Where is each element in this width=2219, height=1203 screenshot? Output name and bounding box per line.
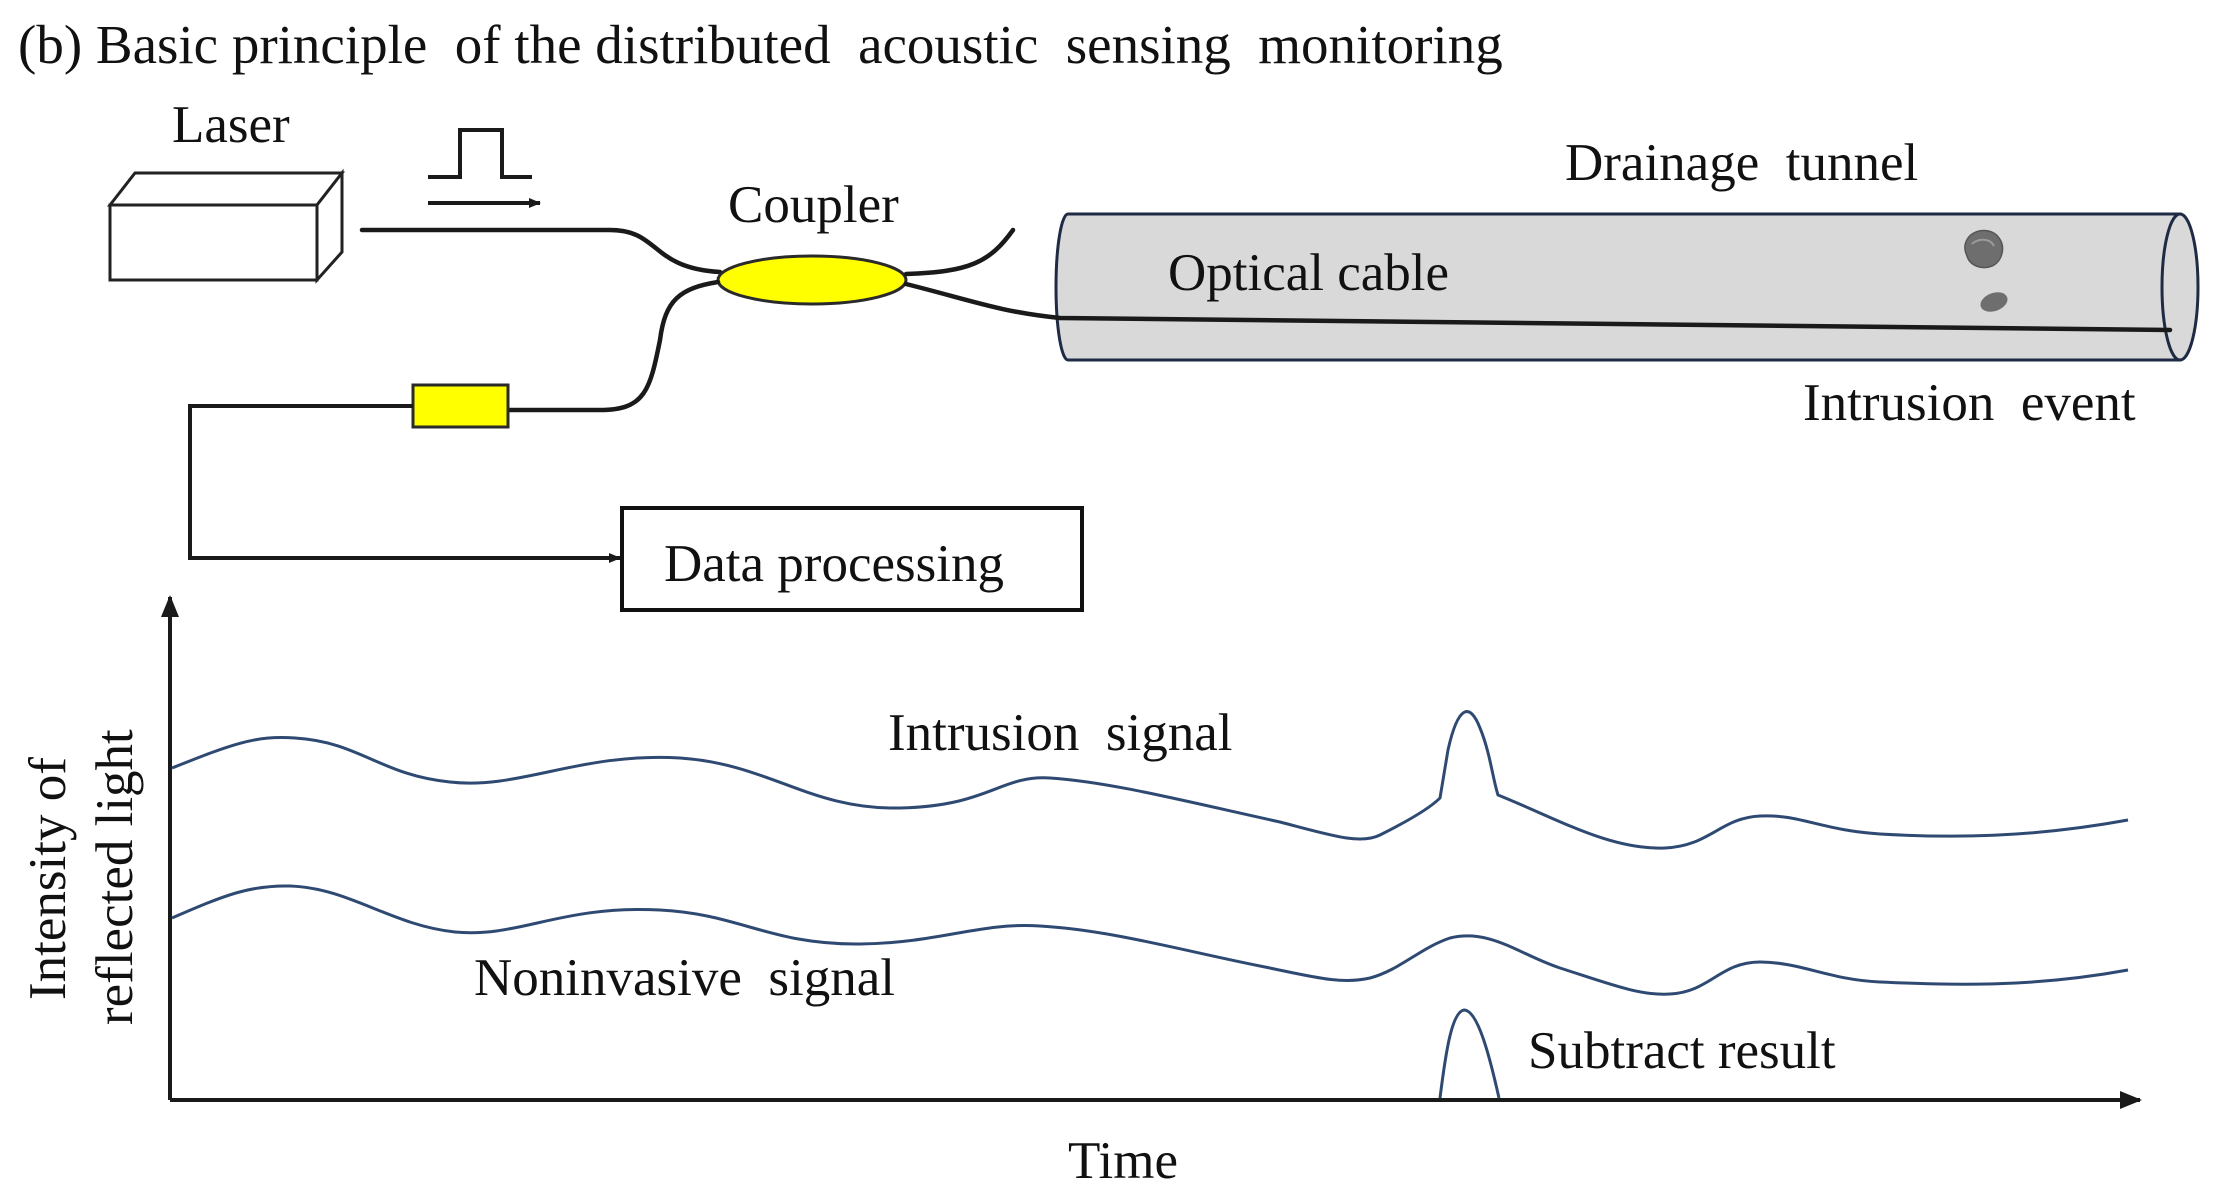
coupler-open-port <box>903 227 1016 277</box>
y-axis-label-line2: reflected light <box>86 729 144 1025</box>
x-axis-label: Time <box>1068 1132 1178 1190</box>
drainage-tunnel-label: Drainage tunnel <box>1565 134 1918 192</box>
subtract-result-label: Subtract result <box>1528 1022 1836 1080</box>
data-processing-box <box>620 506 1084 612</box>
noninvasive-signal-wave <box>171 884 2129 996</box>
drainage-tunnel <box>1054 212 2200 362</box>
intrusion-event-label: Intrusion event <box>1803 374 2136 432</box>
noninvasive-signal-label: Noninvasive signal <box>474 949 895 1007</box>
detector <box>411 383 510 429</box>
laser-label: Laser <box>172 96 290 154</box>
intrusion-event-marker <box>1964 229 2008 312</box>
optical-cable-label: Optical cable <box>1168 244 1449 302</box>
figure-title: (b) Basic principle of the distributed a… <box>18 14 1503 75</box>
coupler-label: Coupler <box>728 176 899 234</box>
optical-cable <box>903 281 2173 333</box>
pulse-icon <box>428 128 532 179</box>
y-axis-label-line1: Intensity of <box>19 757 77 1000</box>
intrusion-signal-label: Intrusion signal <box>888 704 1232 762</box>
data-processing-label: Data processing <box>664 535 1004 593</box>
laser-fiber <box>359 227 723 275</box>
intrusion-signal-wave <box>171 710 2129 850</box>
subtract-result-wave <box>1438 1008 1501 1099</box>
signal-line-to-processing <box>188 404 621 563</box>
return-fiber <box>505 279 721 413</box>
coupler <box>716 254 908 306</box>
laser-box <box>106 168 346 284</box>
